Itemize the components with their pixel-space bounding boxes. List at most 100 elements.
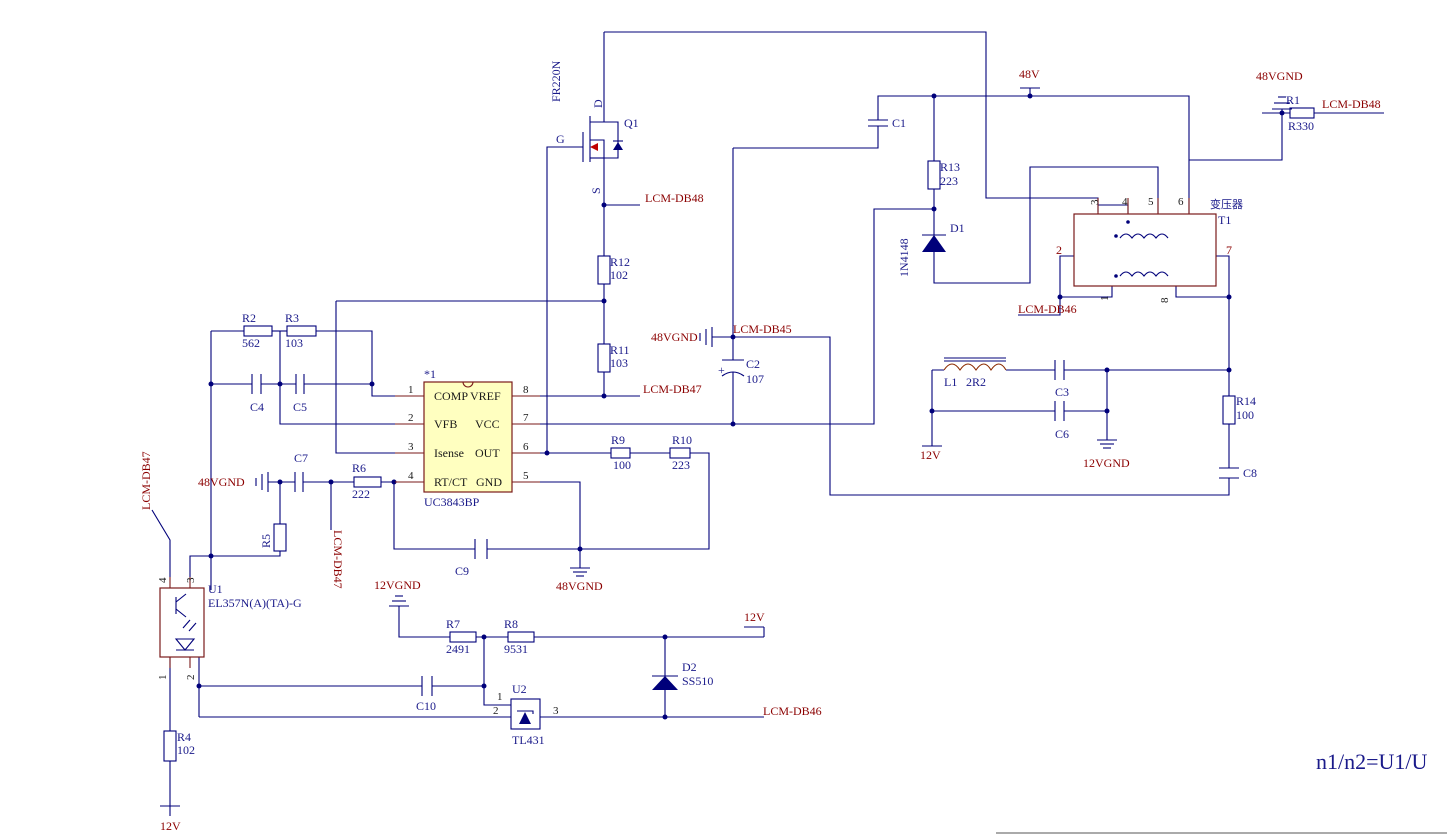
- r12-ref: R12: [610, 255, 630, 269]
- r8-resistor: [507, 631, 535, 643]
- r4-resistor: [163, 730, 177, 762]
- r9-ref: R9: [611, 433, 625, 447]
- u2-pin1: 1: [497, 691, 503, 703]
- net-lcm-db47-vref: LCM-DB47: [643, 382, 702, 396]
- q1-mosfet: FR220N Q1 D G S: [549, 60, 639, 194]
- r11-ref: R11: [610, 343, 630, 357]
- r3-resistor: [286, 325, 317, 337]
- net-lcm-db47-vertical: LCM-DB47: [331, 530, 345, 589]
- u1-pin1: 1: [157, 675, 169, 681]
- t1-pin1: 1: [1099, 296, 1111, 302]
- u2-ref: U2: [512, 682, 527, 696]
- t1-pin5: 5: [1148, 196, 1154, 208]
- t1-pin4: 4: [1122, 196, 1128, 208]
- r10-resistor: [669, 447, 691, 459]
- u3-comp-label: COMP: [434, 389, 468, 403]
- u1-part: EL357N(A)(TA)-G: [208, 596, 302, 610]
- u1-pin3: 3: [185, 577, 197, 583]
- t1-pin3: 3: [1089, 199, 1101, 205]
- net-lcm-db46-t1: LCM-DB46: [1018, 302, 1077, 316]
- uc3843-chip: *1 UC3843BP 1 2 3 4 8 7 6 5 COMP VFB Ise…: [395, 367, 540, 509]
- u3-out-label: OUT: [475, 446, 500, 460]
- net-12vgnd-r7: 12VGND: [374, 578, 421, 592]
- r14-value: 100: [1236, 408, 1254, 422]
- u2-pin3: 3: [553, 705, 559, 717]
- r12-resistor: [597, 255, 611, 285]
- r6-value: 222: [352, 487, 370, 501]
- r6-ref: R6: [352, 461, 366, 475]
- d1-part: 1N4148: [897, 238, 911, 277]
- t1-pin8: 8: [1159, 297, 1171, 303]
- net-12vgnd-c6: 12VGND: [1083, 456, 1130, 470]
- net-48vgnd-c7: 48VGND: [198, 475, 245, 489]
- c8-ref: C8: [1243, 466, 1257, 480]
- l1-value: 2R2: [966, 375, 986, 389]
- net-lcm-db47-opto: LCM-DB47: [139, 451, 153, 510]
- r10-ref: R10: [672, 433, 692, 447]
- r14-resistor: [1222, 395, 1236, 425]
- d2-ref: D2: [682, 660, 697, 674]
- q1-ref-label: Q1: [624, 116, 639, 130]
- r7-resistor: [449, 631, 477, 643]
- u3-pin3-num: 3: [408, 441, 414, 453]
- u3-pin2-num: 2: [408, 412, 414, 424]
- r1-value: R330: [1288, 119, 1314, 133]
- power-symbols: 48V 48VGND LCM-DB48 LCM-DB48 LCM-DB47 48…: [139, 67, 1381, 833]
- u3-gnd-label: GND: [476, 475, 502, 489]
- c9-ref: C9: [455, 564, 469, 578]
- r3-ref: R3: [285, 311, 299, 325]
- l1-inductor: L1 2R2: [943, 357, 1007, 389]
- r13-ref: R13: [940, 160, 960, 174]
- r4-value: 102: [177, 743, 195, 757]
- r2-ref: R2: [242, 311, 256, 325]
- u3-vfb-label: VFB: [434, 417, 457, 431]
- u2-pin2: 2: [493, 705, 499, 717]
- turns-ratio-formula: n1/n2=U1/U: [1316, 749, 1428, 774]
- u3-pin4-num: 4: [408, 470, 414, 482]
- u2-part: TL431: [512, 733, 545, 747]
- net-48vgnd-c2: 48VGND: [651, 330, 698, 344]
- t1-transformer: 3 4 5 6 2 7 1 8 变压器 T1: [1056, 196, 1243, 303]
- r8-ref: R8: [504, 617, 518, 631]
- r11-value: 103: [610, 356, 628, 370]
- svg-text:+: +: [718, 363, 725, 377]
- u3-part: UC3843BP: [424, 495, 480, 509]
- net-lcm-db46-bottom: LCM-DB46: [763, 704, 822, 718]
- t1-pin2: 2: [1056, 243, 1062, 257]
- t1-pin6: 6: [1178, 196, 1184, 208]
- q1-part-label: FR220N: [549, 60, 563, 102]
- c7-ref: C7: [294, 451, 308, 465]
- u3-pin6-num: 6: [523, 441, 529, 453]
- net-48v: 48V: [1019, 67, 1040, 81]
- u3-pin7-num: 7: [523, 412, 529, 424]
- u3-vref-label: VREF: [470, 389, 501, 403]
- u3-vcc-label: VCC: [475, 417, 500, 431]
- q1-gate-label: G: [556, 132, 565, 146]
- junction-dots: [196, 93, 1285, 720]
- r5-ref: R5: [259, 534, 273, 548]
- u1-pin4: 4: [157, 577, 169, 583]
- net-48vgnd-r1: 48VGND: [1256, 69, 1303, 83]
- r9-value: 100: [613, 458, 631, 472]
- r4-ref: R4: [177, 730, 191, 744]
- net-lcm-db45: LCM-DB45: [733, 322, 792, 336]
- net-48vgnd-bottom: 48VGND: [556, 579, 603, 593]
- q1-drain-label: D: [591, 99, 605, 108]
- r13-value: 223: [940, 174, 958, 188]
- t1-ref: T1: [1218, 213, 1231, 227]
- r9-resistor: [610, 447, 631, 459]
- c5-ref: C5: [293, 400, 307, 414]
- r1-ref: R1: [1286, 93, 1300, 107]
- r11-resistor: [597, 343, 611, 373]
- capacitors: C1 + C2 107 C4 C5 C7 C9 C10 C3 C6: [250, 116, 1257, 713]
- r5-resistor: [273, 523, 287, 552]
- d1-ref: D1: [950, 221, 965, 235]
- r10-value: 223: [672, 458, 690, 472]
- net-lcm-db48-source: LCM-DB48: [645, 191, 704, 205]
- t1-part: 变压器: [1210, 197, 1243, 211]
- u3-isense-label: Isense: [434, 446, 464, 460]
- t1-pin7: 7: [1226, 243, 1232, 257]
- c2-ref: C2: [746, 357, 760, 371]
- r3-value: 103: [285, 336, 303, 350]
